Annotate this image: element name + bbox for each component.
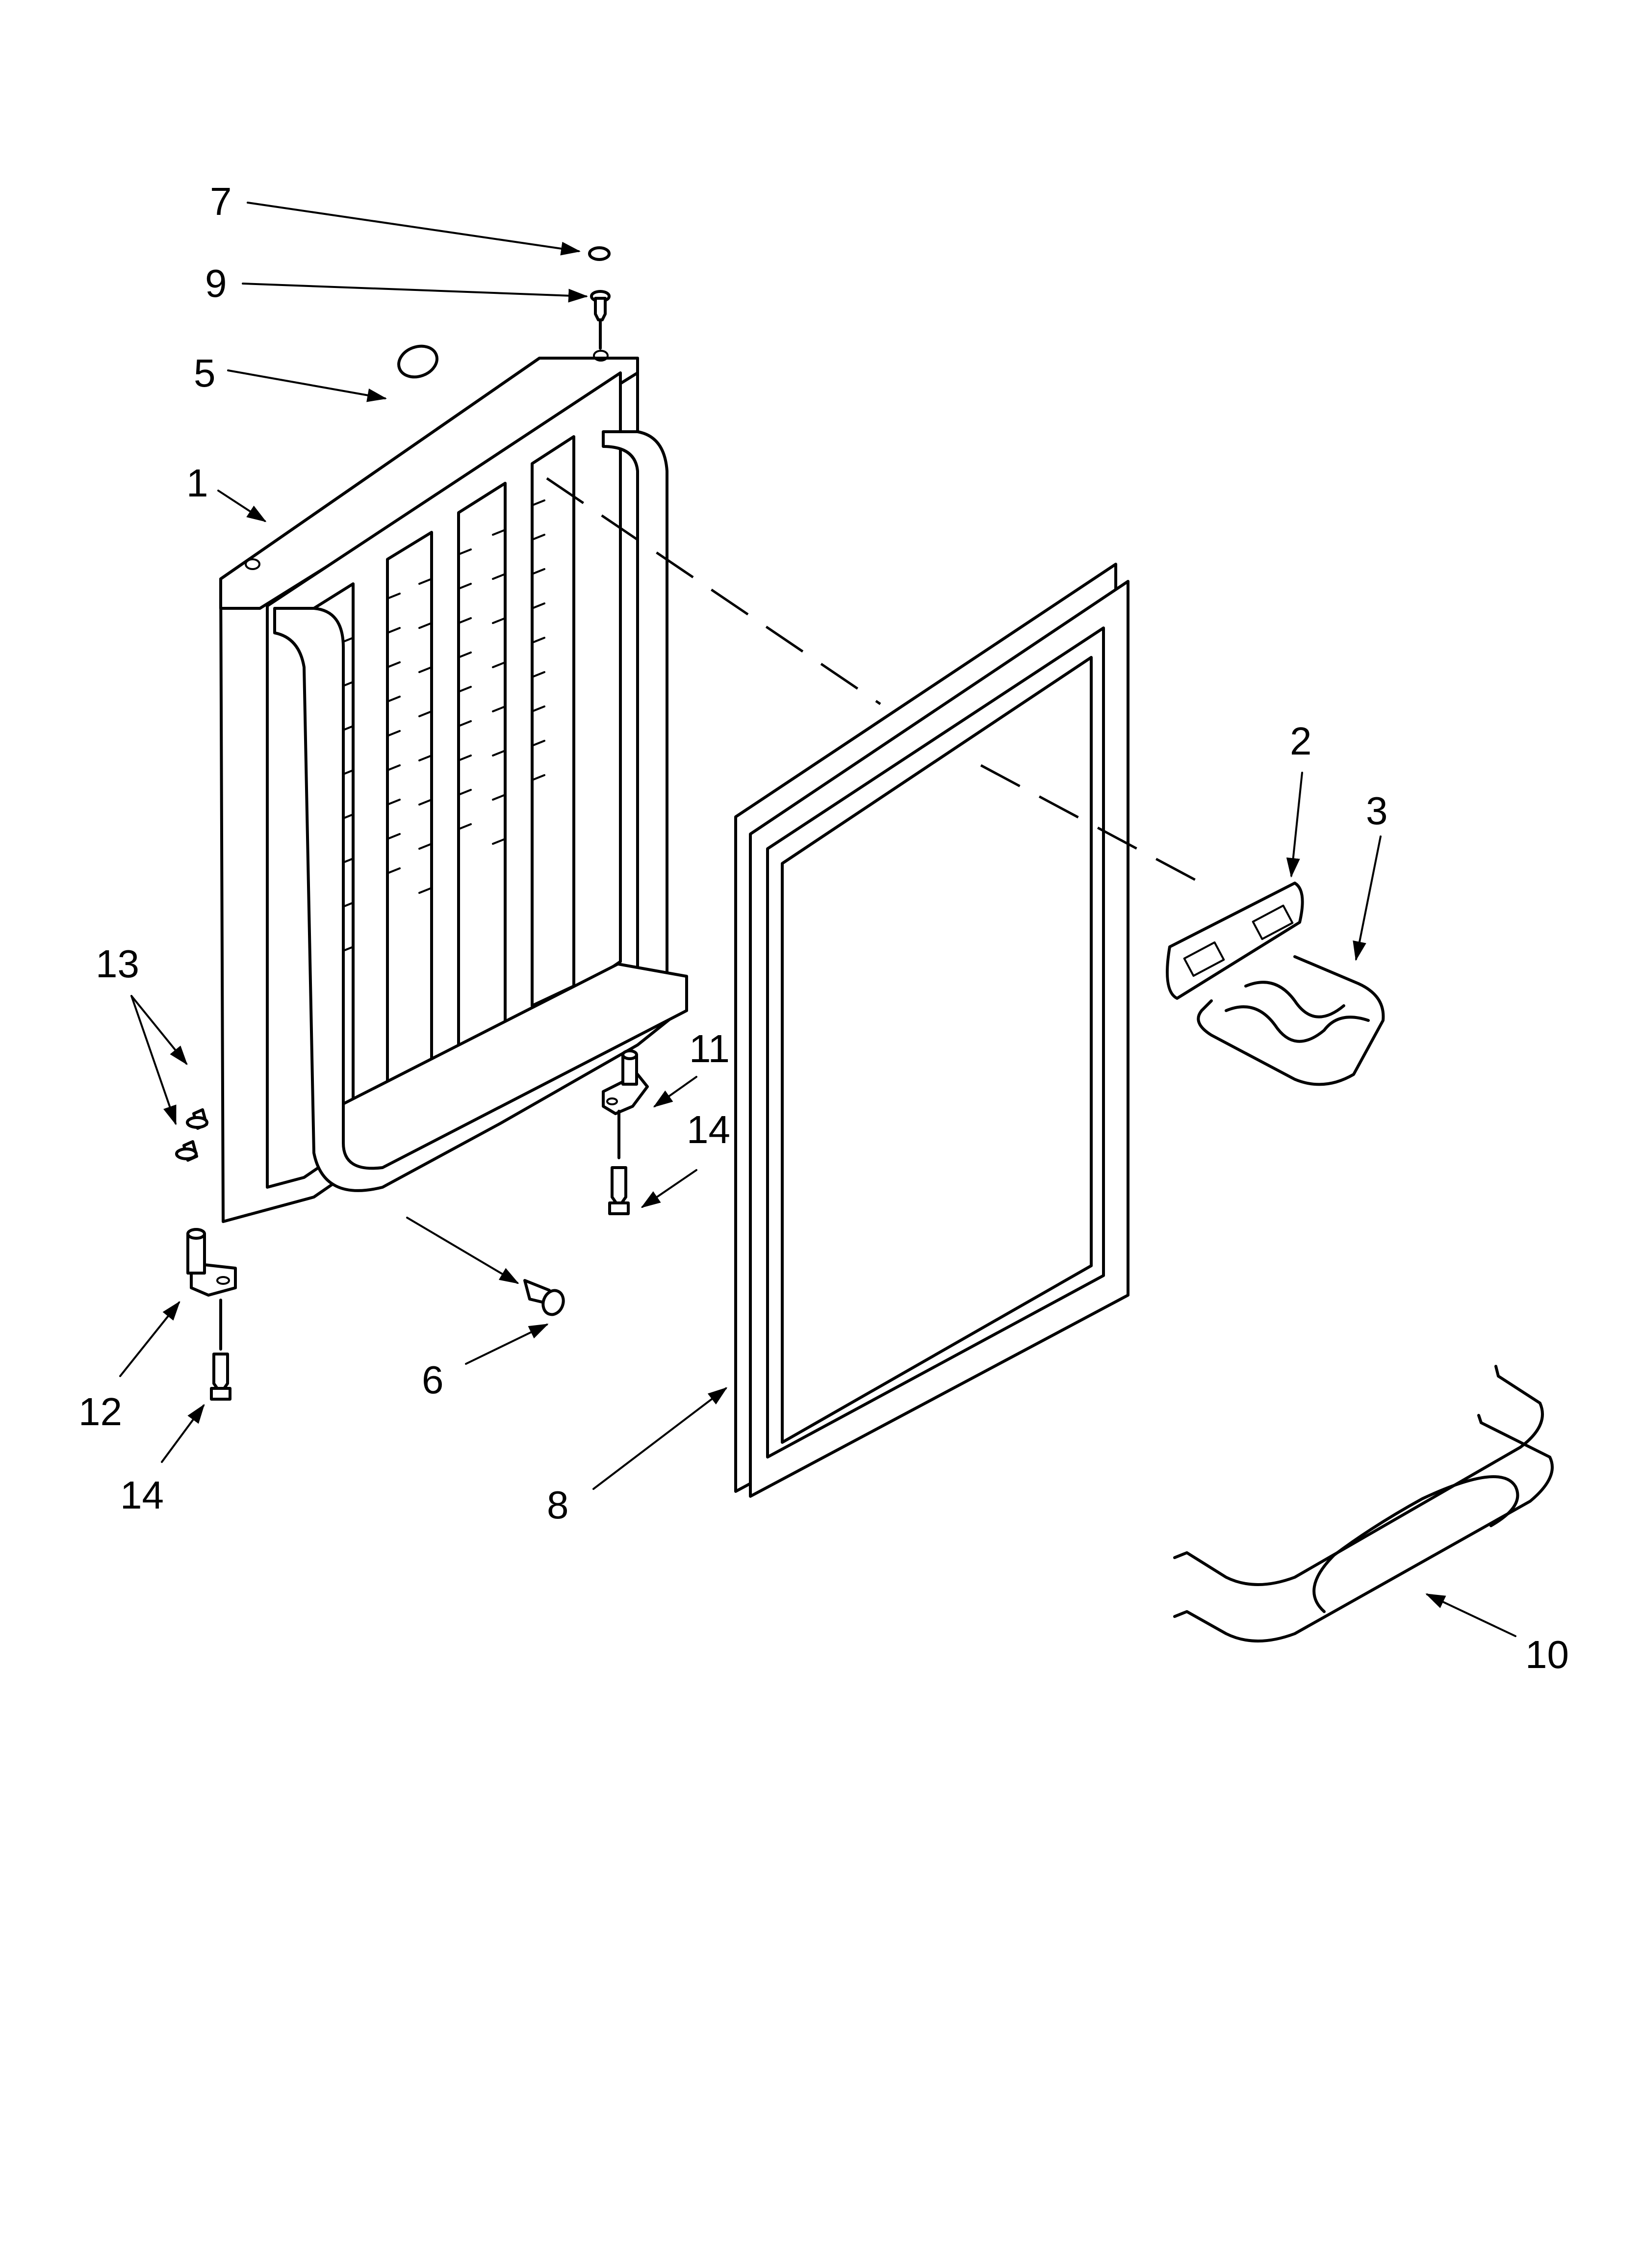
callout-14-right: 14 [687, 1108, 730, 1151]
plug-5 [397, 344, 438, 379]
callout-12: 12 [78, 1390, 122, 1434]
screw-6 [523, 1279, 565, 1316]
washer-7 [588, 246, 611, 261]
rib-notches [340, 499, 545, 953]
callout-11: 11 [689, 1027, 730, 1070]
handle-bracket [1166, 882, 1385, 1086]
screw-14a [608, 1166, 630, 1215]
door-liner [219, 350, 688, 1223]
leader-lines [119, 202, 1516, 1637]
callout-5: 5 [194, 351, 216, 395]
callout-7: 7 [210, 180, 232, 223]
handle-rail [1173, 1365, 1554, 1642]
hinge-12 [186, 1228, 237, 1351]
callout-8: 8 [547, 1483, 569, 1527]
callout-1: 1 [186, 461, 208, 505]
callout-6: 6 [422, 1358, 444, 1402]
callout-13: 13 [96, 942, 139, 986]
callout-2: 2 [1290, 719, 1312, 763]
alignment-line-lower [980, 764, 1198, 882]
hinge-11 [602, 1049, 649, 1159]
screw-14b [210, 1353, 231, 1401]
alignment-line-upper [546, 477, 881, 705]
callout-10: 10 [1525, 1633, 1569, 1676]
screws-13 [175, 1108, 208, 1162]
screw-9 [590, 290, 611, 350]
callout-14-left: 14 [120, 1473, 164, 1517]
door-gasket [734, 563, 1129, 1498]
callout-3: 3 [1366, 789, 1388, 833]
callout-9: 9 [205, 261, 227, 305]
callouts: 7 9 5 1 2 3 13 11 14 6 12 14 8 10 [78, 180, 1569, 1676]
